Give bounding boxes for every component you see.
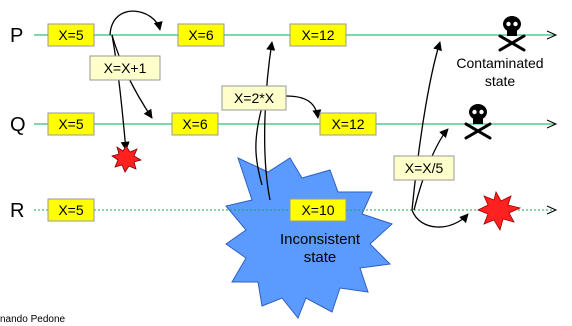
q-box-3-label: X=12 [331,116,364,132]
note-double-label: X=2*X [234,90,275,106]
process-label-q: Q [10,114,26,136]
r-box-2-label: X=10 [301,202,334,218]
p-to-failure-arrow [111,34,130,151]
p-box-2 [177,23,225,47]
p-box-3-label: X=12 [301,27,334,43]
p-to-q-arrow [111,34,153,119]
q-box-1 [47,112,95,136]
skull-crossbones-icon [464,104,492,140]
note-increment [89,55,161,81]
r-box-2 [289,198,347,222]
p-box-3 [289,23,347,47]
r-box-1-label: X=5 [58,202,84,218]
inconsistent-state-blob [225,157,393,319]
explosion-icon [477,190,522,232]
note-divide [393,155,455,181]
note-divide-label: X=X/5 [405,160,444,176]
r-to-p-late-arrow [411,41,442,211]
q-box-1-label: X=5 [58,116,84,132]
author-credit: nando Pedone [0,314,66,325]
process-label-p: P [10,25,23,47]
p-box-1-label: X=5 [58,27,84,43]
note-increment-label: X=X+1 [104,60,147,76]
q-box-2-label: X=6 [182,116,208,132]
r-loop-arrow [411,209,469,228]
q-box-2 [171,112,219,136]
r-box-1 [47,198,95,222]
p-box-1 [47,23,95,47]
q-double-arrow [285,95,322,119]
r-to-p-arrow [264,41,276,201]
p-increment-arrow [109,10,163,36]
process-label-r: R [10,200,24,222]
inconsistent-label-line2: state [304,249,337,266]
q-box-3 [319,112,377,136]
contaminated-label-line1: Contaminated [456,55,543,71]
r-to-q-arrow [255,99,265,186]
note-double [221,85,287,111]
skull-crossbones-icon [498,16,526,52]
inconsistent-label-line1: Inconsistent [280,231,361,248]
contaminated-label-line2: state [485,73,516,89]
p-box-2-label: X=6 [188,27,214,43]
explosion-icon [111,145,143,173]
